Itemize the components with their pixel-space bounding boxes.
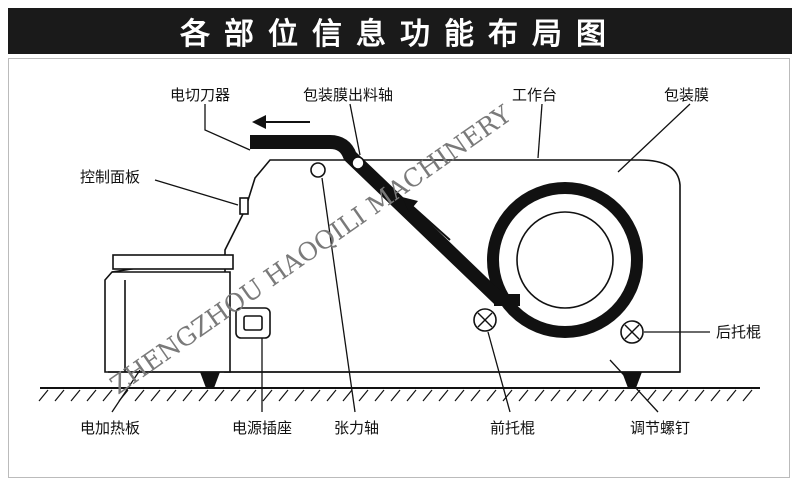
ground-hatch-line [518,389,529,402]
ground-hatch-line [214,389,225,402]
label-power-socket: 电源插座 [232,419,292,437]
ground-hatch-line [630,389,641,402]
ground-hatch-line [38,389,49,402]
ground-hatch-line [742,389,753,402]
ground-hatch-line [438,389,449,402]
ground-hatch-line [70,389,81,402]
flow-arrows [252,115,451,241]
film-roll [487,182,643,338]
ground-hatch-line [566,389,577,402]
ground-hatch-line [710,389,721,402]
ground-hatch-line [406,389,417,402]
ground-hatch-line [150,389,161,402]
ground-hatch-line [470,389,481,402]
ground-hatch-line [102,389,113,402]
label-film-output-shaft: 包装膜出料轴 [303,86,393,104]
ground-hatch-line [294,389,305,402]
ground-hatch-line [198,389,209,402]
ground-hatch-line [134,389,145,402]
ground-hatch-line [374,389,385,402]
rear-roller [620,320,644,344]
ground-hatch-line [278,389,289,402]
ground-hatch-line [486,389,497,402]
ground-hatch-line [358,389,369,402]
film-path [250,135,505,306]
ground-hatch-line [614,389,625,402]
ground-hatch-line [246,389,257,402]
ground-hatch-line [166,389,177,402]
ground-hatch-line [582,389,593,402]
feet [200,372,642,388]
label-cutter: 电切刀器 [170,86,230,104]
label-film: 包装膜 [664,86,709,104]
ground-hatch-line [550,389,561,402]
ground-hatch-line [662,389,673,402]
label-rear-roller: 后托棍 [716,323,761,341]
ground-hatch-line [646,389,657,402]
diagram-frame [8,58,790,478]
ground-hatch-line [454,389,465,402]
ground-hatch-line [54,389,65,402]
label-heating-plate: 电加热板 [80,419,140,437]
ground-hatch-line [230,389,241,402]
front-roller [473,308,497,332]
ground-hatch-line [262,389,273,402]
output-shaft-rollers [310,156,365,178]
page-title: 各部位信息功能布局图 [180,17,620,52]
label-adjust-screw: 调节螺钉 [630,419,690,437]
ground-hatch-line [598,389,609,402]
ground-hatch-line [326,389,337,402]
ground-hatch-line [182,389,193,402]
label-front-roller: 前托棍 [490,419,535,437]
ground-hatch-line [502,389,513,402]
ground-hatch-line [342,389,353,402]
ground-hatch-line [422,389,433,402]
label-worktable: 工作台 [512,86,557,104]
ground-hatch-line [310,389,321,402]
ground-hatch-line [694,389,705,402]
ground-hatch-line [678,389,689,402]
ground-hatch-line [390,389,401,402]
ground [38,387,760,402]
ground-hatch-line [534,389,545,402]
ground-hatch-line [86,389,97,402]
label-control-panel: 控制面板 [80,168,140,186]
ground-hatch-line [726,389,737,402]
title-bar: 各部位信息功能布局图 [8,8,792,54]
leader-lines [111,103,710,413]
label-tension-shaft: 张力轴 [334,419,379,437]
